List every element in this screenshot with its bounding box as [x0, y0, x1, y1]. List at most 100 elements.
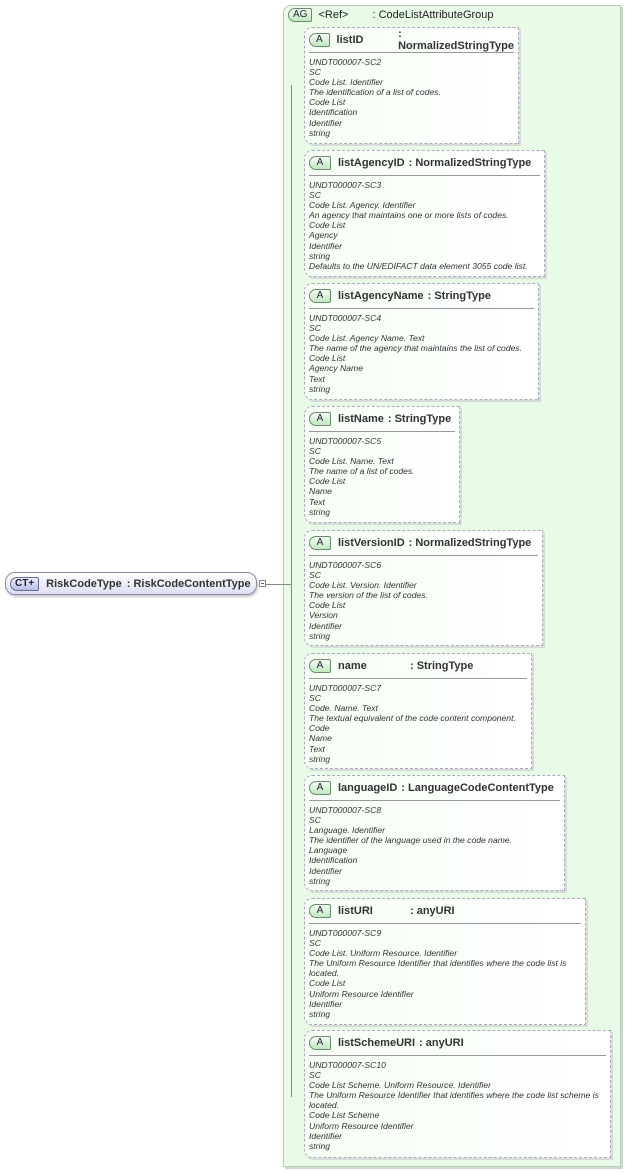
annotation-line: Code. Name. Text	[309, 703, 378, 714]
complex-type-name: RiskCodeType	[46, 577, 122, 590]
annotation-line: Code List	[309, 97, 346, 108]
attribute-icon: A	[309, 289, 331, 303]
annotation-line: Version	[309, 610, 338, 621]
annotation-line: SC	[309, 323, 321, 334]
separator	[309, 308, 534, 309]
separator	[309, 800, 560, 801]
separator	[309, 175, 540, 176]
annotation-line: SC	[309, 446, 321, 457]
annotation-line: Code List. Identifier	[309, 77, 384, 88]
attribute-name: listSchemeURI	[338, 1037, 416, 1049]
attribute-icon: A	[309, 781, 331, 795]
annotation-line: Identification	[309, 107, 358, 118]
annotation-line: UNDT000007-SC9	[309, 928, 382, 938]
connector-horizontal	[266, 584, 291, 585]
annotation-line: string	[309, 875, 331, 886]
complex-type-icon: CT+	[10, 576, 40, 591]
annotation-line: SC	[309, 67, 321, 78]
annotation-line: SC	[309, 938, 321, 949]
annotation-line: The identification of a list of codes.	[309, 87, 441, 98]
annotation-line: SC	[309, 1070, 321, 1081]
attribute-icon: A	[309, 904, 331, 918]
annotation-line: SC	[309, 693, 321, 704]
annotation-line: Language	[309, 845, 348, 856]
annotation-line: The textual equivalent of the code conte…	[309, 713, 516, 724]
collapse-toggle[interactable]	[259, 580, 266, 587]
annotation-line: SC	[309, 815, 321, 826]
annotation-line: UNDT000007-SC7	[309, 683, 382, 693]
annotation-line: Code List	[309, 476, 346, 487]
annotation-line: Code List	[309, 978, 346, 989]
annotation-line: string	[309, 383, 331, 394]
annotation-line: Identification	[309, 855, 358, 866]
annotation-line: Text	[309, 496, 325, 507]
attribute-type: : anyURI	[410, 905, 455, 917]
attribute-icon: A	[309, 156, 331, 170]
separator	[309, 1055, 606, 1056]
annotation-line: Identifier	[309, 240, 342, 251]
attribute-name: listAgencyID	[338, 157, 405, 169]
annotation-line: SC	[309, 190, 321, 201]
annotation-line: Code List. Version. Identifier	[309, 580, 417, 591]
annotation-line: Language. Identifier	[309, 825, 385, 836]
annotation-line: Code List Scheme. Uniform Resource. Iden…	[309, 1080, 491, 1091]
attribute-icon: A	[309, 659, 331, 673]
annotation-line: UNDT000007-SC2	[309, 57, 382, 67]
attribute-icon: A	[309, 33, 330, 47]
connector-vertical	[291, 85, 292, 1097]
attribute-icon: A	[309, 412, 331, 426]
attribute-group-type: : CodeListAttributeGroup	[372, 9, 494, 21]
separator	[309, 555, 538, 556]
attribute-type: : LanguageCodeContentType	[401, 782, 554, 794]
annotation-line: The Uniform Resource Identifier that ide…	[309, 1090, 599, 1111]
separator	[309, 923, 581, 924]
annotation-line: Code List	[309, 220, 346, 231]
annotation-line: Code List. Agency. Identifier	[309, 200, 416, 211]
separator	[309, 431, 455, 432]
complex-type-node[interactable]: CT+ RiskCodeType : RiskCodeContentType	[5, 572, 257, 595]
attribute-group-name: <Ref>	[318, 9, 349, 21]
annotation-line: Code List	[309, 600, 346, 611]
annotation-line: The version of the list of codes.	[309, 590, 428, 601]
annotation-line: Uniform Resource Identifier	[309, 1120, 414, 1131]
attribute-name: name	[338, 660, 367, 672]
annotation-line: Agency	[309, 230, 338, 241]
annotation-line: Name	[309, 486, 332, 497]
annotation-line: string	[309, 250, 331, 261]
annotation-line: Code List	[309, 353, 346, 364]
annotation-line: Name	[309, 733, 332, 744]
annotation-line: UNDT000007-SC10	[309, 1060, 386, 1070]
annotation-line: string	[309, 630, 331, 641]
annotation-line: The identifier of the language used in t…	[309, 835, 513, 846]
annotation-line: Identifier	[309, 1130, 342, 1141]
attribute-icon: A	[309, 1036, 331, 1050]
annotation-line: Code	[309, 723, 330, 734]
attribute-name: listVersionID	[338, 537, 405, 549]
attribute-group-header[interactable]: AG <Ref> : CodeListAttributeGroup	[288, 8, 494, 22]
annotation-line: Defaults to the UN/EDIFACT data element …	[309, 260, 528, 271]
annotation-line: Code List. Name. Text	[309, 456, 394, 467]
annotation-line: Code List. Agency Name. Text	[309, 333, 425, 344]
separator	[309, 678, 527, 679]
attribute-name: listAgencyName	[338, 290, 424, 302]
attribute-name: listID	[336, 34, 364, 46]
annotation-line: Text	[309, 373, 325, 384]
annotation-line: Code List Scheme	[309, 1110, 380, 1121]
attribute-name: listURI	[338, 905, 373, 917]
annotation-line: string	[309, 1140, 331, 1151]
